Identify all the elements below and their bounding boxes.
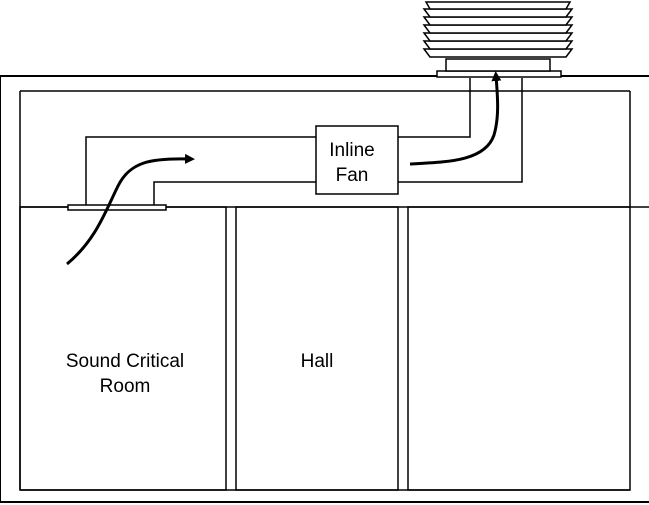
duct-outer-wall: [85, 136, 316, 205]
sound-critical-room: [19, 206, 227, 491]
duct-inner-wall: [153, 181, 316, 205]
sound-critical-room-label-line2: Room: [100, 376, 151, 397]
vent-base: [445, 58, 551, 72]
room-walls: [19, 206, 631, 491]
inline-fan-box: [315, 125, 399, 195]
duct-riser-right: [398, 78, 523, 183]
inline-fan-label-line1: Inline: [329, 140, 374, 161]
roof-vent-cap: [422, 1, 574, 78]
duct-riser-left: [398, 78, 471, 138]
sound-critical-room-label-line1: Sound Critical: [66, 351, 184, 372]
inline-fan-label-line2: Fan: [336, 165, 369, 186]
hall-room: [235, 206, 399, 491]
airflow-arrow-exhaust: [409, 71, 502, 166]
vent-base-flange: [436, 70, 562, 78]
hall-label: Hall: [301, 351, 334, 372]
ceiling-grille: [67, 204, 167, 211]
third-room: [407, 206, 631, 491]
airflow-arrow-intake: [66, 153, 195, 266]
duct-run: [85, 78, 523, 205]
